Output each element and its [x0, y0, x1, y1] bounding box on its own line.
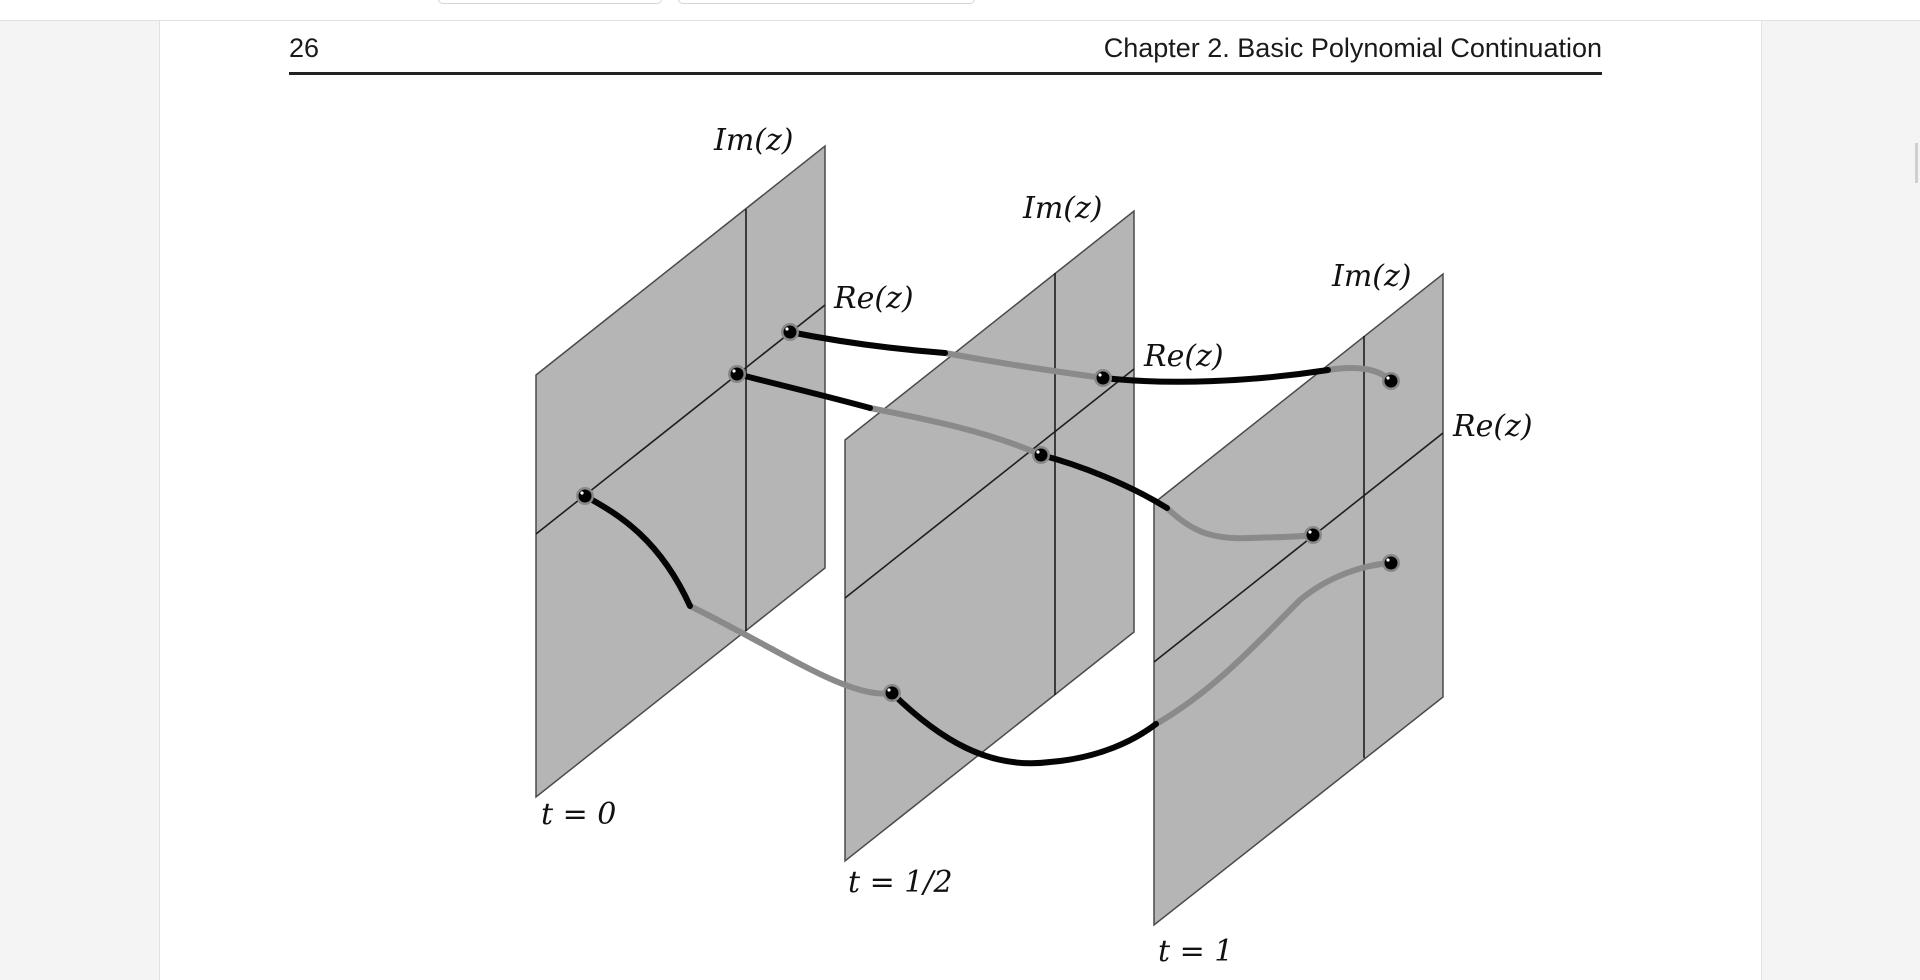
paths-front — [582, 329, 1331, 767]
header-rule — [289, 72, 1602, 75]
re-axis — [844, 368, 1135, 599]
solution-path-behind — [1164, 505, 1316, 542]
time-label: t = 1/2 — [848, 865, 953, 900]
im-axis-label: Im(z) — [713, 123, 794, 158]
solution-path — [787, 329, 948, 356]
time-label: t = 1 — [1158, 934, 1233, 969]
paths-behind — [687, 350, 1394, 727]
solution-path-behind — [687, 603, 895, 697]
page-number: 26 — [289, 33, 320, 63]
solution-point — [1382, 372, 1400, 390]
solution-path-behind — [942, 350, 1106, 381]
solution-path-behind — [867, 405, 1044, 458]
solution-path-behind — [1153, 560, 1393, 727]
time-label: t = 0 — [541, 797, 616, 832]
solution-point — [728, 365, 746, 383]
complex-plane — [535, 144, 826, 799]
solution-point — [883, 684, 901, 702]
chapter-title: Chapter 2. Basic Polynomial Continuation — [1103, 33, 1602, 63]
axis-labels: Im(z) Re(z) t = 0 Im(z) Re(z) t = 1/2 Im… — [541, 123, 1533, 969]
im-axis-label: Im(z) — [1331, 259, 1412, 294]
re-axis-label: Re(z) — [1143, 339, 1224, 374]
solution-point — [1032, 446, 1050, 464]
re-axis-label: Re(z) — [833, 281, 914, 316]
re-axis — [1153, 432, 1444, 663]
running-header: 26 Chapter 2. Basic Polynomial Continuat… — [289, 27, 1602, 77]
solution-point — [1382, 554, 1400, 572]
plane-t0 — [535, 144, 826, 799]
solution-path — [582, 493, 693, 609]
solution-point — [781, 323, 799, 341]
scrollbar-thumb[interactable] — [1915, 143, 1918, 183]
solution-path — [1038, 452, 1170, 511]
solution-points — [576, 323, 1400, 702]
solution-path — [1100, 367, 1331, 385]
solution-path — [889, 690, 1159, 767]
solution-point — [1094, 369, 1112, 387]
re-axis-label: Re(z) — [1452, 409, 1533, 444]
viewer-top-strip — [0, 0, 1920, 21]
solution-point — [576, 487, 594, 505]
solution-path — [734, 371, 873, 411]
im-axis-label: Im(z) — [1022, 191, 1103, 226]
solution-point — [1304, 526, 1322, 544]
